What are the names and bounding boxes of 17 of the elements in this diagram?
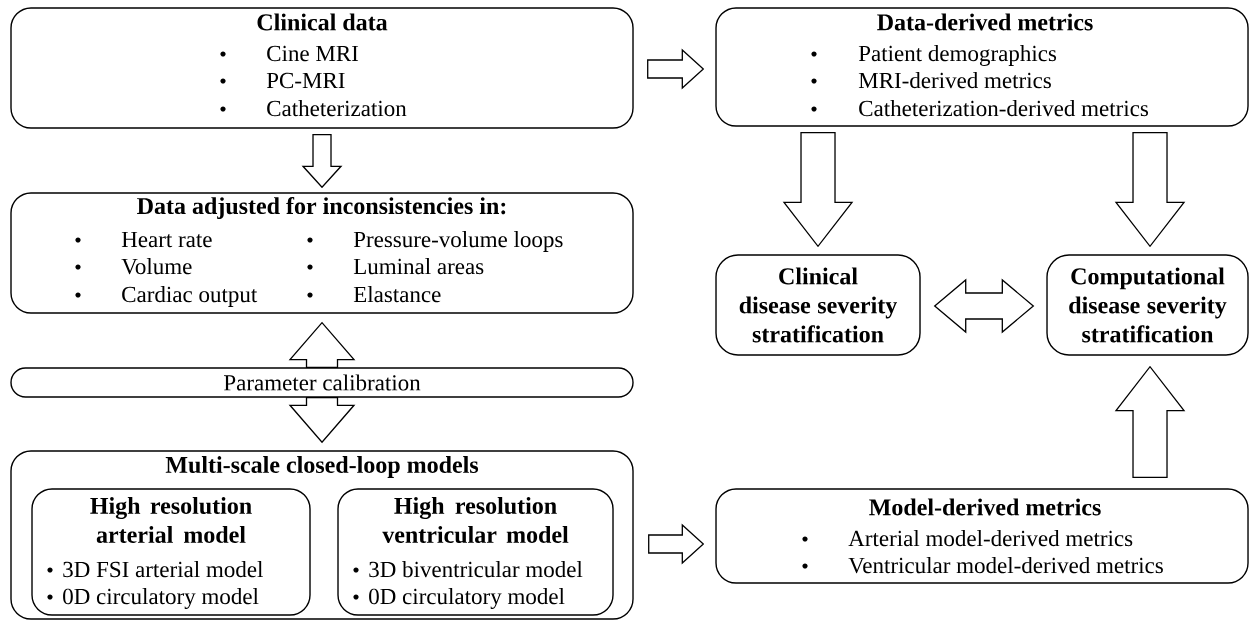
list-box: Model-derived metrics Arterial model-derived metrics Ventricular model-derived metrics [715,488,1249,584]
list-box: Data adjusted for inconsistencies in: Heart rate Volume Cardiac output Pressure-volume loops Luminal areas Elastance [10,192,634,314]
block-arrow [648,523,705,565]
block-arrow [1114,132,1186,248]
block-arrow [782,132,854,248]
stratification-box: Clinical disease severity stratification [715,254,921,356]
model-box: High resolution arterial model 3D FSI arterial model 0D circulatory model [31,488,311,616]
block-arrow [1114,365,1186,478]
block-arrow [301,134,343,189]
list-box: Data-derived metrics Patient demographics MRI-derived metrics Catheterization-derived metrics [715,7,1249,127]
block-arrow [288,321,356,368]
model-box: High resolution ventricular model 3D biventricular model 0D circulatory model [337,488,614,616]
block-arrow [288,397,356,444]
calibration-band: Parameter calibration [10,367,634,398]
list-box: Clinical data Cine MRI PC-MRI Catheterization [10,7,634,129]
stratification-box: Computational disease severity stratification [1046,254,1249,356]
block-arrow [647,48,705,90]
